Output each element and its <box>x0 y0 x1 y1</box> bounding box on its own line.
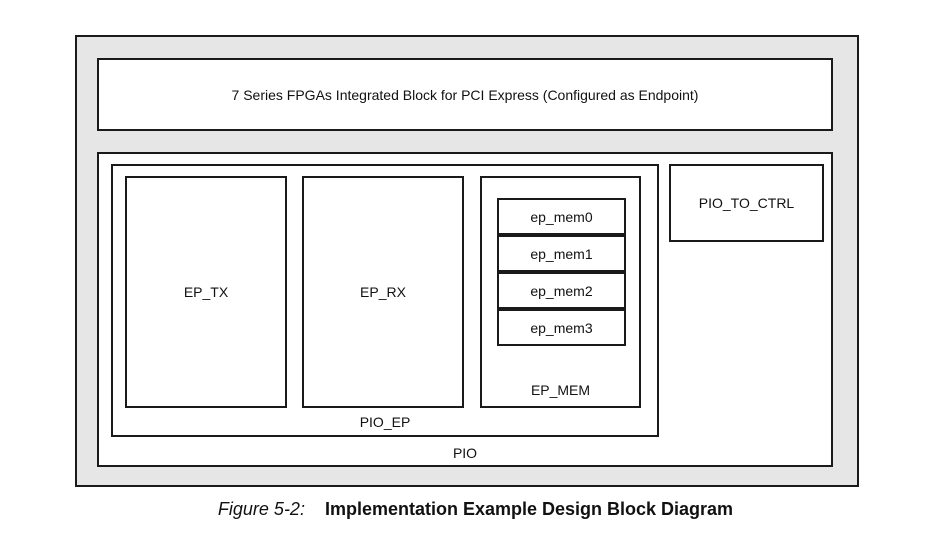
caption-prefix: Figure 5-2: <box>217 499 305 519</box>
integrated-block-label: 7 Series FPGAs Integrated Block for PCI … <box>231 86 699 103</box>
ep-mem3-cell: ep_mem3 <box>497 309 626 346</box>
ep-mem0-cell: ep_mem0 <box>497 198 626 235</box>
ep-mem2-cell: ep_mem2 <box>497 272 626 309</box>
ep-tx-box: EP_TX <box>125 176 287 408</box>
pio-label: PIO <box>452 445 478 461</box>
pio-to-ctrl-box: PIO_TO_CTRL <box>669 164 824 242</box>
pio-to-ctrl-label: PIO_TO_CTRL <box>698 195 795 211</box>
ep-rx-box: EP_RX <box>302 176 464 408</box>
ep-mem1-cell: ep_mem1 <box>497 235 626 272</box>
caption-title: Implementation Example Design Block Diag… <box>324 499 734 519</box>
pio-ep-label: PIO_EP <box>359 414 411 430</box>
ep-mem-label: EP_MEM <box>530 382 591 398</box>
figure-caption: Figure 5-2: Implementation Example Design… <box>0 498 951 520</box>
integrated-block-box: 7 Series FPGAs Integrated Block for PCI … <box>97 58 833 131</box>
ep-rx-label: EP_RX <box>360 284 406 300</box>
ep-tx-label: EP_TX <box>183 284 229 300</box>
